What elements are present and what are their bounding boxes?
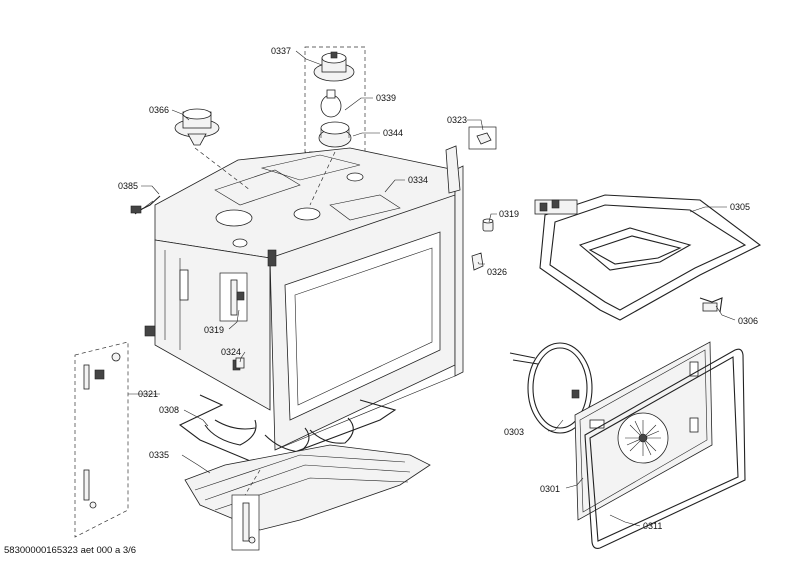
oven-cavity-part — [144, 145, 464, 451]
part-0308-bottom-element — [178, 394, 397, 466]
part-0319-right — [482, 218, 494, 232]
callout-0385: 0385 — [118, 181, 138, 191]
callout-0319-left: 0319 — [204, 325, 224, 335]
callout-0301: 0301 — [540, 484, 560, 494]
part-0301-back-panel — [574, 341, 713, 521]
callout-0339: 0339 — [376, 93, 396, 103]
part-0385 — [130, 195, 161, 215]
callout-0319-right: 0319 — [499, 209, 519, 219]
callout-0308: 0308 — [159, 405, 179, 415]
part-0305-grill-element — [534, 194, 762, 321]
leader-lines — [128, 50, 736, 527]
lamp-socket-part — [313, 51, 355, 82]
part-0319-left — [219, 272, 248, 322]
part-0321-group — [74, 341, 129, 538]
callout-0337: 0337 — [271, 46, 291, 56]
callout-0303: 0303 — [504, 427, 524, 437]
callout-0306: 0306 — [738, 316, 758, 326]
callout-0366: 0366 — [149, 105, 169, 115]
part-0366 — [174, 108, 220, 146]
part-0323 — [468, 126, 497, 150]
callout-0334: 0334 — [408, 175, 428, 185]
lamp-assembly-group — [304, 46, 366, 153]
callout-0311: 0311 — [643, 521, 662, 531]
callout-0323: 0323 — [447, 115, 467, 125]
part-bottom-clip — [231, 494, 260, 551]
callout-labels: 0337 0339 0344 0366 0323 0385 0334 0319 … — [118, 46, 758, 531]
part-0311-door-seal — [584, 348, 746, 549]
callout-0324: 0324 — [221, 347, 241, 357]
callout-0321: 0321 — [138, 389, 158, 399]
callout-0335: 0335 — [149, 450, 169, 460]
callout-0305: 0305 — [730, 202, 750, 212]
part-0335-insulation — [184, 444, 431, 531]
part-0326 — [471, 252, 484, 271]
part-0324 — [235, 357, 245, 369]
lamp-glass-part — [318, 121, 352, 148]
document-footer: 58300000165323 aet 000 a 3/6 — [4, 545, 136, 556]
lamp-bulb-part — [320, 89, 342, 118]
part-0303-ring-element — [509, 342, 593, 434]
callout-0326: 0326 — [487, 267, 507, 277]
callout-0344: 0344 — [383, 128, 403, 138]
